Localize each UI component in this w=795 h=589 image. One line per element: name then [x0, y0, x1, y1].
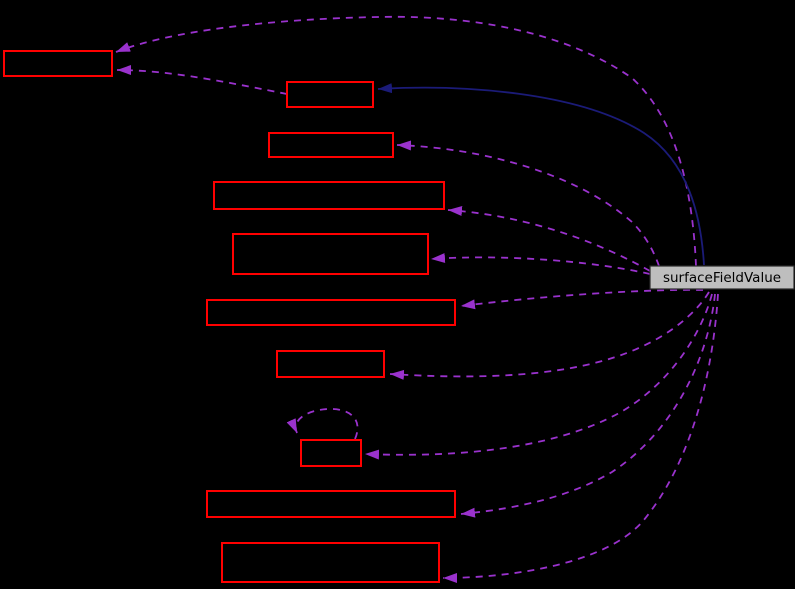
- node-box-5[interactable]: [232, 233, 429, 275]
- edge-self-loop-box-8: [286, 408, 359, 440]
- edge-usage-box-6: [460, 289, 704, 310]
- main-node-label: surfaceFieldValue: [663, 270, 781, 286]
- node-box-1[interactable]: [3, 50, 113, 77]
- edge-usage-box-7: [389, 291, 710, 380]
- node-box-10[interactable]: [221, 542, 440, 583]
- edge-usage-box-10: [442, 293, 719, 583]
- main-node-rect: [649, 265, 795, 290]
- edge-usage-box-9: [460, 293, 716, 518]
- edge-usage-box-5: [430, 253, 651, 275]
- node-box-3[interactable]: [268, 132, 394, 158]
- node-box-6[interactable]: [206, 299, 456, 326]
- edge-usage-box-1: [115, 15, 697, 267]
- node-box-9[interactable]: [206, 490, 456, 518]
- edge-usage-box-4: [447, 206, 651, 272]
- node-box-8[interactable]: [300, 439, 362, 467]
- node-box-7[interactable]: [276, 350, 385, 378]
- main-node-surfaceFieldValue: surfaceFieldValue: [649, 265, 795, 290]
- edge-inheritance-box-2: [377, 83, 705, 266]
- edge-usage-box2-to-box1: [116, 65, 288, 95]
- node-box-2[interactable]: [286, 81, 374, 108]
- node-box-4[interactable]: [213, 181, 445, 210]
